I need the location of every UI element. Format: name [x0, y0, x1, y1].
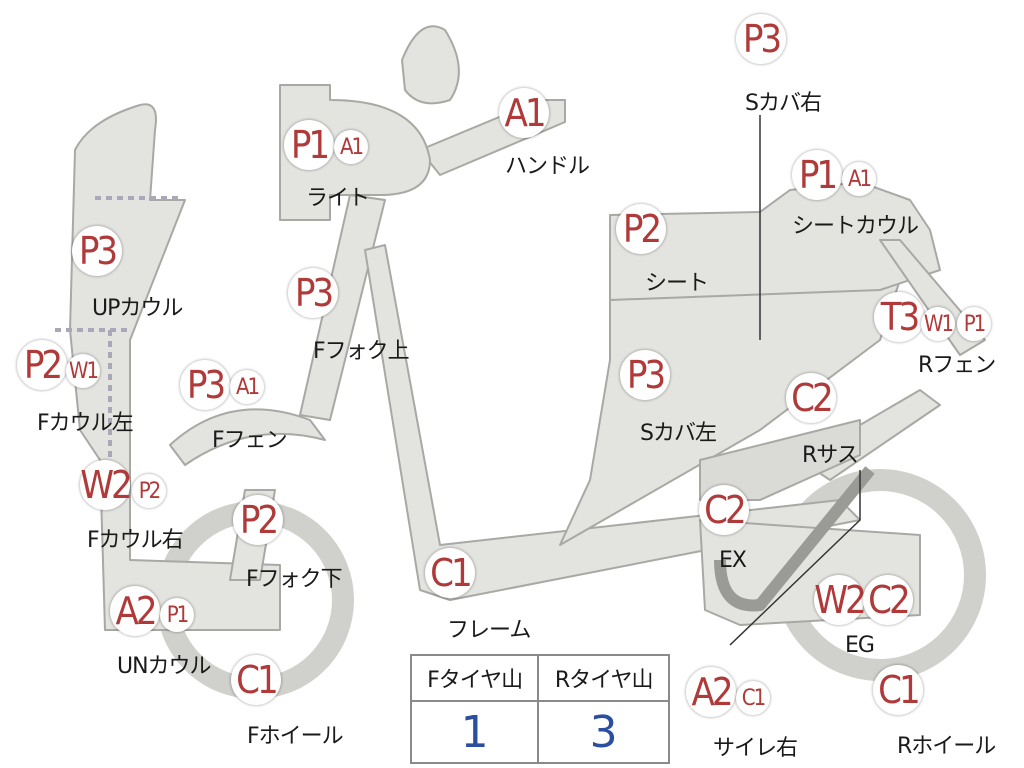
tire-table-value-row: 1 3: [409, 700, 670, 764]
damage-badge: P3: [736, 14, 786, 64]
seat-shape: [609, 181, 941, 301]
upper-fork-shape: [299, 194, 386, 421]
damage-badge: C2: [699, 485, 749, 535]
damage-badge: C1: [425, 548, 475, 598]
damage-badge: P1: [957, 307, 991, 341]
exhaust-shape: [714, 466, 875, 612]
part-label-f-cowl-right: Fカウル右: [87, 528, 184, 553]
damage-badge: A2: [686, 667, 736, 717]
damage-badge: W2: [80, 460, 133, 510]
damage-badge: P3: [72, 226, 122, 276]
damage-badge: P2: [616, 204, 666, 254]
damage-badge: P3: [620, 350, 670, 400]
mirror-shape: [401, 25, 460, 105]
part-label-up-cowl: UPカウル: [92, 296, 183, 321]
part-label-frame: フレーム: [447, 618, 531, 643]
damage-badge: P1: [792, 150, 842, 200]
part-label-f-wheel: Fホイール: [247, 724, 344, 749]
part-label-f-fender: Fフェン: [212, 428, 288, 453]
part-label-seat-cowl: シートカウル: [792, 214, 919, 239]
part-label-silencer-right: サイレ右: [713, 736, 798, 761]
part-label-r-fender: Rフェン: [918, 353, 996, 378]
part-label-f-cowl-left: Fカウル左: [37, 411, 134, 436]
tire-table-header-front: Fタイヤ山: [409, 654, 540, 702]
damage-badge: A1: [499, 88, 549, 138]
damage-badge: C2: [786, 373, 836, 423]
part-label-seat: シート: [645, 271, 709, 296]
part-label-engine: EG: [845, 633, 875, 658]
frame-shape: [364, 244, 861, 601]
part-label-handle: ハンドル: [505, 154, 590, 179]
tire-table-header-rear: Rタイヤ山: [537, 654, 670, 702]
damage-badge: W1: [921, 307, 955, 341]
tire-table-value-front: 1: [409, 700, 540, 764]
damage-badge: P1: [284, 120, 334, 170]
part-label-exhaust: EX: [719, 548, 747, 573]
damage-badge: P3: [180, 360, 230, 410]
part-label-s-cover-left: Sカバ左: [640, 421, 717, 446]
damage-badge: P2: [132, 474, 166, 508]
damage-badge: A1: [842, 162, 876, 196]
damage-badge: T3: [874, 292, 924, 342]
part-label-light: ライト: [306, 186, 370, 211]
damage-badge: A1: [334, 130, 368, 164]
part-label-f-fork-lower: Fフォク下: [246, 567, 343, 592]
front-fender-shape: [169, 408, 326, 466]
damage-badge: P3: [288, 268, 338, 318]
damage-badge: W2: [814, 575, 867, 625]
part-label-r-wheel: Rホイール: [897, 734, 996, 759]
part-label-un-cowl: UNカウル: [117, 654, 212, 679]
tire-table-value-rear: 3: [537, 700, 670, 764]
damage-badge: C2: [863, 575, 913, 625]
part-label-r-suspension: Rサス: [802, 443, 859, 468]
damage-badge: C1: [736, 681, 770, 715]
damage-badge: A2: [110, 586, 160, 636]
damage-badge: P1: [160, 598, 194, 632]
damage-badge: P2: [17, 340, 67, 390]
part-label-f-fork-upper: Fフォク上: [313, 339, 410, 364]
tire-table-header-row: Fタイヤ山 Rタイヤ山: [409, 654, 670, 702]
damage-badge: C1: [231, 655, 281, 705]
damage-badge: W1: [66, 354, 100, 388]
leader-silencer-right-2: [729, 519, 861, 646]
damage-badge: A1: [230, 370, 264, 404]
part-label-s-cover-right: Sカバ右: [745, 91, 822, 116]
tire-tread-table: Fタイヤ山 Rタイヤ山 1 3: [409, 654, 670, 764]
side-cover-shape: [559, 279, 901, 546]
damage-badge: P2: [233, 495, 283, 545]
damage-badge: C1: [873, 665, 923, 715]
